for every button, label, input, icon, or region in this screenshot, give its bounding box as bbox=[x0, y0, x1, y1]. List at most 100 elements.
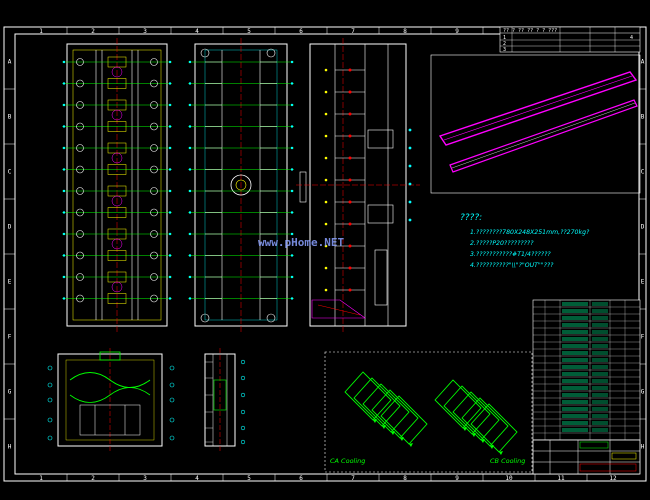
revision-block-header: ?? ? ?? ?? ? ? ??? bbox=[503, 28, 557, 34]
v3-dim-dot bbox=[324, 200, 328, 204]
bom-cell-fill bbox=[562, 421, 588, 425]
v1-dim-dot bbox=[168, 125, 172, 128]
bom-cell-fill bbox=[592, 386, 608, 390]
v5-dim-circle bbox=[240, 439, 246, 445]
v2-dim-dot bbox=[290, 189, 294, 193]
note-line-3: 3.???????????#T1/4?????? bbox=[470, 251, 551, 258]
v1-dim-dot bbox=[168, 189, 172, 193]
cooling-arrow bbox=[409, 443, 413, 447]
v1-dim-dot bbox=[62, 103, 66, 107]
v3-dim-dot bbox=[324, 156, 328, 160]
v3-marker bbox=[348, 288, 352, 292]
row-label-right: A bbox=[641, 59, 645, 66]
v5-dim-circle bbox=[240, 359, 246, 365]
column-label-top: 2 bbox=[91, 28, 95, 35]
bom-cell-fill bbox=[592, 393, 608, 397]
v2-dim-dot bbox=[290, 211, 294, 214]
v3-dim-dot bbox=[324, 68, 328, 72]
cooling-loop bbox=[461, 397, 509, 447]
bom-cell-fill bbox=[562, 400, 588, 404]
cooling-loop bbox=[452, 391, 500, 441]
v1-ejector bbox=[111, 238, 123, 250]
v3-dim-dot bbox=[324, 288, 328, 292]
v4-dim-circle bbox=[47, 435, 53, 441]
v2-dim-dot bbox=[188, 211, 192, 214]
v1-dim-dot bbox=[168, 275, 172, 279]
v2-dim-dot bbox=[188, 254, 192, 257]
v1-bolt-left bbox=[76, 230, 84, 238]
v1-bolt-left bbox=[76, 251, 84, 260]
v3-dim-dot bbox=[408, 146, 412, 150]
v5-dim-circle bbox=[240, 375, 246, 381]
column-label-top: 5 bbox=[247, 28, 251, 35]
v1-bolt-left bbox=[76, 58, 84, 66]
note-line-4: 4.??????????"\\"?"OUT""??? bbox=[470, 262, 554, 269]
v1-dim-dot bbox=[168, 146, 172, 150]
v1-bolt-right bbox=[150, 122, 158, 131]
v1-dim-dot bbox=[168, 254, 172, 257]
v3-dim-dot bbox=[324, 134, 328, 138]
v3-marker bbox=[348, 112, 352, 116]
row-label-right: C bbox=[641, 169, 645, 176]
v1-bolt-left bbox=[76, 144, 84, 152]
v1-dim-dot bbox=[62, 125, 66, 128]
column-label-bottom: 2 bbox=[91, 475, 95, 482]
v1-bolt-right bbox=[150, 58, 158, 66]
v3-dim-dot bbox=[324, 90, 328, 94]
v1-dim-dot bbox=[62, 232, 66, 236]
cooling-loop bbox=[380, 395, 428, 445]
v2-dim-dot bbox=[188, 189, 192, 193]
bom-cell-fill bbox=[562, 372, 588, 376]
v1-ejector bbox=[111, 281, 123, 293]
cooling-loop bbox=[344, 371, 392, 421]
v3-dim-dot bbox=[408, 218, 412, 222]
v1-ejector bbox=[111, 195, 123, 207]
row-label-right: B bbox=[641, 114, 645, 121]
v1-bolt-left bbox=[76, 187, 84, 195]
v1-bolt-right bbox=[150, 230, 158, 238]
v3-dim-dot bbox=[324, 266, 328, 270]
column-label-top: 3 bbox=[143, 28, 147, 35]
v1-ejector bbox=[111, 152, 123, 164]
column-label-bottom: 7 bbox=[351, 475, 355, 482]
revision-row-2: 2 bbox=[503, 41, 506, 47]
v1-bolt-right bbox=[150, 79, 158, 88]
v1-bolt-right bbox=[150, 101, 158, 109]
row-label-right: D bbox=[641, 224, 645, 231]
row-label-left: E bbox=[8, 279, 12, 286]
bom-cell-fill bbox=[562, 337, 588, 341]
bom-cell-fill bbox=[562, 302, 588, 306]
technical-notes: ????: 1.????????780X248X251mm,??270kg? 2… bbox=[460, 213, 590, 269]
mold-view-bottom-side bbox=[204, 348, 246, 452]
v1-bolt-left bbox=[76, 122, 84, 131]
v1-bolt-right bbox=[150, 273, 158, 281]
v1-bolt-left bbox=[76, 273, 84, 281]
v2-dim-dot bbox=[188, 82, 192, 85]
row-label-right: F bbox=[641, 334, 645, 341]
column-label-bottom: 4 bbox=[195, 475, 199, 482]
v1-dim-dot bbox=[62, 168, 66, 171]
v4-dim-circle bbox=[47, 417, 53, 423]
cooling-loop bbox=[470, 403, 518, 453]
mold-view-side bbox=[296, 38, 420, 332]
v1-dim-dot bbox=[168, 297, 172, 300]
v2-dim-dot bbox=[188, 125, 192, 128]
v3-dim-dot bbox=[324, 178, 328, 182]
column-label-bottom: 8 bbox=[403, 475, 407, 482]
v2-dim-dot bbox=[290, 146, 294, 150]
bom-cell-fill bbox=[592, 302, 608, 306]
v2-dim-dot bbox=[188, 103, 192, 107]
revision-row-1: 1 bbox=[503, 35, 506, 41]
bom-cell-fill bbox=[592, 309, 608, 313]
v1-dim-dot bbox=[168, 232, 172, 236]
bom-cell-fill bbox=[592, 316, 608, 320]
v3-marker bbox=[348, 178, 352, 182]
row-label-left: C bbox=[8, 169, 12, 176]
bom-cell-fill bbox=[592, 351, 608, 355]
v1-dim-dot bbox=[168, 60, 172, 64]
bom-cell-fill bbox=[592, 365, 608, 369]
v1-dim-dot bbox=[168, 103, 172, 107]
v1-dim-dot bbox=[168, 82, 172, 85]
